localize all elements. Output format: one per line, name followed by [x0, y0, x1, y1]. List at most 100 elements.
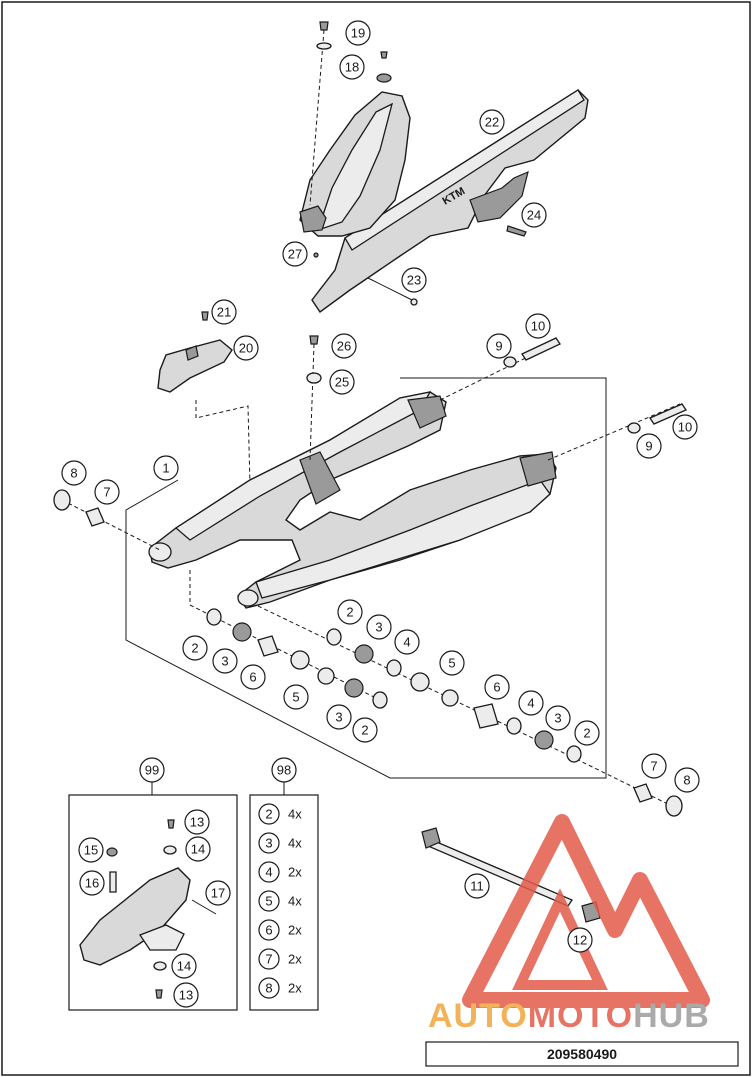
callout-circle: [185, 836, 211, 862]
callout-circle: [184, 809, 210, 835]
callout-c7a: 7: [94, 479, 120, 505]
bearing-3c: [354, 644, 374, 664]
ring-5d: [441, 689, 459, 707]
washer-9-left: [503, 356, 517, 368]
pivot-shaft-head: [421, 827, 441, 849]
callout-circle: [345, 20, 371, 46]
callout-circle: [464, 873, 490, 899]
callout-circle: [518, 690, 544, 716]
callout-circle: [211, 299, 237, 325]
pad-mount-path: [195, 400, 251, 487]
washer-18: [316, 42, 332, 50]
screw-23-shaft: [367, 277, 413, 301]
pivot-boss-right: [237, 589, 259, 607]
callout-number: 25: [335, 375, 349, 390]
swingarm-lower-face: [255, 479, 551, 599]
callout-number: 22: [485, 115, 499, 130]
axis-line: [309, 29, 325, 206]
quantity-count: 2x: [288, 981, 302, 996]
screw-19: [319, 21, 329, 31]
callout-c5a: 5: [283, 684, 309, 710]
callout-circle: [78, 837, 104, 863]
watermark-hub: HUB: [633, 997, 710, 1035]
chain-slider-17: [79, 867, 191, 966]
callout-c98: 98: [271, 757, 297, 783]
callout-number: 5: [292, 690, 299, 705]
spacer-6b: [473, 703, 499, 729]
callout-c2a: 2: [182, 635, 208, 661]
kit-98-box: [249, 782, 319, 1011]
callout-circle: [329, 369, 355, 395]
callout-circle: [486, 333, 512, 359]
callout-c13b: 13: [173, 982, 199, 1008]
callout-number: 16: [85, 876, 99, 891]
callout-c24: 24: [521, 202, 547, 228]
callout-c99: 99: [139, 757, 165, 783]
rubber-grommet: [376, 73, 392, 83]
callout-number: 18: [345, 60, 359, 75]
callout-circle: [205, 880, 231, 906]
callout-c11: 11: [464, 873, 490, 899]
callout-circle: [525, 313, 551, 339]
upper-guard-mount: [299, 205, 327, 233]
callout-number: 21: [217, 305, 231, 320]
callout-number: 7: [103, 485, 110, 500]
callout-number: 10: [678, 420, 692, 435]
quantity-part-number: 5: [265, 894, 272, 909]
quantity-count: 4x: [288, 894, 302, 909]
washer-8-right: [665, 795, 683, 817]
seal-2: [206, 608, 222, 626]
callout-circle: [339, 54, 365, 80]
callout-c4a: 4: [394, 629, 420, 655]
callout-c6a: 6: [240, 664, 266, 690]
washer-9-right: [627, 422, 641, 434]
callout-number: 7: [650, 759, 657, 774]
callout-circle: [674, 767, 700, 793]
screw-21: [201, 311, 209, 321]
upper-chain-guard-face: [316, 102, 393, 232]
seal-2b: [372, 691, 388, 709]
callout-number: 1: [162, 461, 169, 476]
callout-circle: [337, 599, 363, 625]
callout-c10b: 10: [672, 414, 698, 440]
callout-c2c: 2: [337, 599, 363, 625]
quantity-part-circle: [258, 832, 280, 854]
ring-5: [290, 650, 310, 670]
callout-c25: 25: [329, 369, 355, 395]
callout-circle: [352, 717, 378, 743]
callout-number: 3: [335, 710, 342, 725]
callout-circle: [567, 927, 593, 953]
callout-number: 10: [531, 319, 545, 334]
callout-c21: 21: [211, 299, 237, 325]
pivot-boss-left: [148, 542, 172, 562]
callout-c2d: 2: [574, 720, 600, 746]
callout-number: 27: [288, 247, 302, 262]
callout-circle: [94, 479, 120, 505]
chain-guard-bracket: [469, 170, 529, 223]
quantity-part-circle: [258, 890, 280, 912]
chain-slider-pad-group: [157, 311, 251, 487]
watermark-auto: AUTO: [428, 997, 528, 1035]
callout-c8a: 8: [61, 460, 87, 486]
kit-99-box: [68, 782, 238, 1011]
callout-circle: [282, 241, 308, 267]
callout-circle: [139, 757, 165, 783]
quantity-count: 2x: [288, 952, 302, 967]
callout-number: 9: [495, 339, 502, 354]
callout-c22: 22: [479, 109, 505, 135]
axle-clamp-left: [407, 395, 447, 429]
document-number-box: 209580490: [425, 1041, 739, 1067]
callout-number: 2: [361, 723, 368, 738]
pin-10-left: [521, 337, 561, 361]
callout-circle: [182, 635, 208, 661]
quantity-count: 4x: [288, 836, 302, 851]
bearing-3: [232, 622, 252, 642]
callout-number: 9: [645, 439, 652, 454]
callout-circle: [366, 614, 392, 640]
callout-c6b: 6: [484, 674, 510, 700]
callout-number: 2: [583, 726, 590, 741]
